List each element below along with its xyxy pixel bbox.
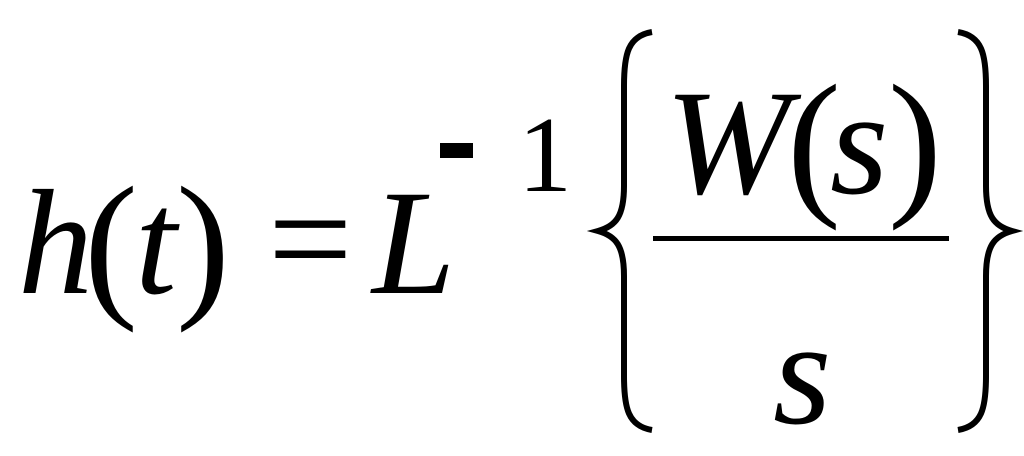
numerator-close-paren: )	[888, 53, 942, 232]
superscript-minus	[440, 143, 473, 158]
fraction-bar	[653, 236, 949, 241]
right-curly-brace	[957, 29, 1024, 433]
lhs-close-paren: )	[176, 155, 230, 334]
numerator-open-paren: (	[787, 53, 841, 232]
laplace-operator: L	[372, 160, 456, 326]
numerator-function-name: W	[665, 60, 790, 226]
denominator: s	[773, 290, 832, 456]
equals-sign: =	[268, 156, 353, 322]
superscript-one: 1	[518, 96, 572, 215]
lhs-function-name: h	[18, 160, 93, 326]
lhs-open-paren: (	[84, 155, 138, 334]
lhs-argument: t	[135, 160, 177, 326]
numerator-argument: s	[830, 60, 889, 226]
left-curly-brace	[586, 29, 653, 433]
